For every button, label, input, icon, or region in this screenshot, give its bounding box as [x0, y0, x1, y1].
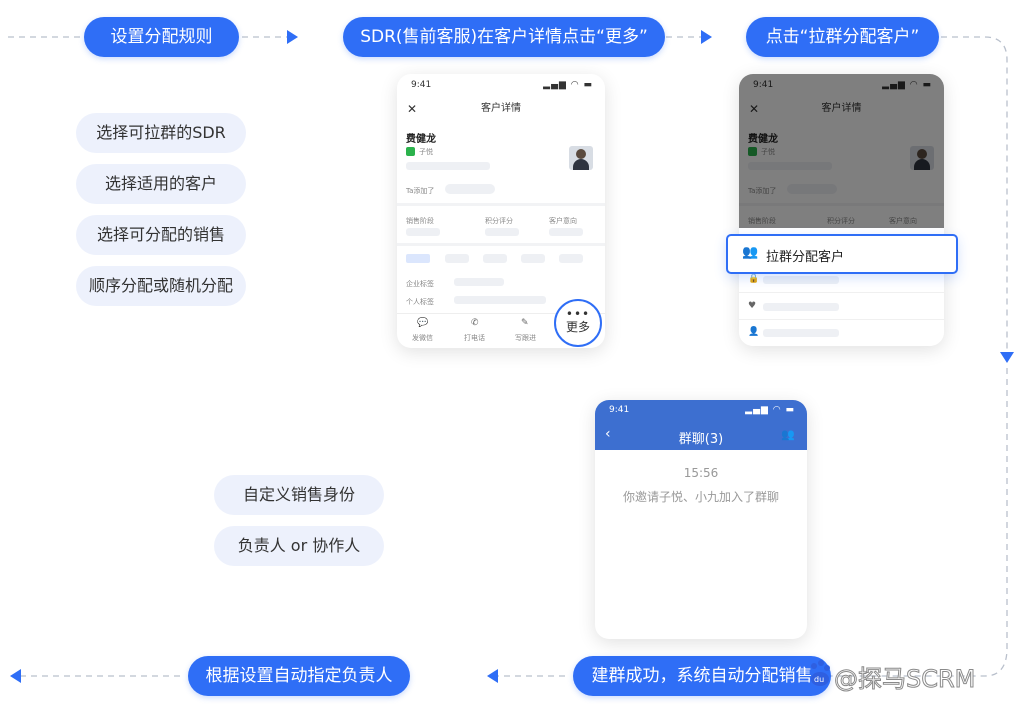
tab[interactable]	[521, 254, 545, 263]
system-message: 你邀请子悦、小九加入了群聊	[622, 490, 779, 504]
step-click-more: SDR(售前客服)在客户详情点击“更多”	[343, 17, 665, 57]
paw-logo-icon: du	[808, 659, 832, 689]
rule-select-sales: 选择可分配的销售	[76, 215, 246, 255]
step-assign-owner: 根据设置自动指定负责人	[188, 656, 410, 696]
divider	[397, 243, 605, 246]
chat-timestamp: 15:56	[683, 466, 719, 480]
phone-group-menu: 9:41 ▂▄▆ ◠ ▬ ✕ 客户详情 费健龙 子悦 Ta添加了 销售阶段 积分…	[739, 74, 944, 346]
status-time: 9:41	[609, 405, 630, 415]
placeholder-bar	[406, 228, 440, 236]
role-owner-or-collaborator: 负责人 or 协作人	[214, 526, 384, 566]
status-time: 9:41	[411, 80, 432, 90]
chat-title: 群聊(3)	[678, 432, 724, 447]
dim-overlay	[739, 74, 944, 228]
action-follow-up[interactable]: 写跟进	[515, 334, 536, 342]
divider	[397, 203, 605, 206]
more-button[interactable]: ••• 更多	[554, 299, 602, 347]
menu-item[interactable]	[763, 329, 839, 337]
arrow-left-icon	[487, 669, 498, 683]
placeholder-bar	[454, 278, 504, 286]
phone-group-chat: 9:41 ▂▄▆ ◠ ▬ ‹ 群聊(3) 👥 15:56 你邀请子悦、小九加入了…	[595, 400, 807, 639]
placeholder-bar	[406, 162, 490, 170]
customer-name: 费健龙	[406, 134, 436, 145]
step-click-group: 点击“拉群分配客户”	[746, 17, 939, 57]
more-label: 更多	[565, 320, 590, 334]
placeholder-bar	[549, 228, 583, 236]
added-by-label: Ta添加了	[406, 187, 435, 195]
group-users-icon: 👥	[742, 245, 759, 260]
wechat-icon	[406, 147, 415, 156]
arrow-right-icon	[287, 30, 298, 44]
action-call[interactable]: 打电话	[464, 334, 485, 342]
menu-item[interactable]	[763, 303, 839, 311]
tab[interactable]	[559, 254, 583, 263]
signal-icon: ▂▄▆ ◠ ▬	[543, 80, 593, 90]
nav-bar: ✕ 客户详情	[397, 96, 605, 122]
more-dots-icon: •••	[565, 307, 591, 321]
chat-icon: 💬	[417, 318, 429, 328]
added-avatars	[445, 184, 495, 194]
menu-label: 拉群分配客户	[766, 250, 845, 265]
rule-select-customer: 选择适用的客户	[76, 164, 246, 204]
field-score: 积分评分	[485, 217, 513, 225]
group-members-icon[interactable]: 👥	[781, 428, 795, 441]
arrow-left-icon	[10, 669, 21, 683]
user-icon: 👤	[748, 327, 760, 337]
enterprise-tags-label: 企业标签	[406, 280, 434, 288]
menu-item[interactable]	[763, 276, 839, 284]
menu-sheet: 🔒 ♥ 👤	[739, 268, 944, 346]
step-set-rules: 设置分配规则	[84, 17, 239, 57]
signal-icon: ▂▄▆ ◠ ▬	[745, 405, 795, 415]
arrow-down-icon	[1000, 352, 1014, 363]
chat-header: 9:41 ▂▄▆ ◠ ▬ ‹ 群聊(3) 👥	[595, 400, 807, 450]
step-group-created: 建群成功，系统自动分配销售	[573, 656, 831, 696]
avatar	[569, 146, 593, 170]
lock-icon: 🔒	[748, 274, 760, 284]
phone-icon: ✆	[471, 318, 479, 328]
menu-item-group-assign[interactable]: 👥 拉群分配客户	[726, 234, 958, 274]
wechat-name: 子悦	[419, 148, 433, 156]
divider	[397, 313, 605, 314]
back-icon[interactable]: ‹	[605, 426, 611, 442]
role-custom-sales: 自定义销售身份	[214, 475, 384, 515]
action-send-wechat[interactable]: 发微信	[412, 334, 433, 342]
divider	[739, 319, 944, 320]
field-sales-stage: 销售阶段	[406, 217, 434, 225]
rule-select-sdr: 选择可拉群的SDR	[76, 113, 246, 153]
svg-text:du: du	[814, 675, 824, 684]
rule-order-random: 顺序分配或随机分配	[76, 266, 246, 306]
placeholder-bar	[485, 228, 519, 236]
tab[interactable]	[445, 254, 469, 263]
page-title: 客户详情	[481, 103, 521, 114]
heart-icon: ♥	[748, 301, 757, 311]
field-intent: 客户意向	[549, 217, 577, 225]
arrow-right-icon	[701, 30, 712, 44]
pen-icon: ✎	[521, 318, 529, 328]
placeholder-bar	[454, 296, 546, 304]
personal-tags-label: 个人标签	[406, 298, 434, 306]
watermark: @探马SCRM	[833, 665, 976, 694]
status-bar: 9:41 ▂▄▆ ◠ ▬	[397, 74, 605, 96]
divider	[739, 292, 944, 293]
tab-active[interactable]	[406, 254, 430, 263]
close-icon[interactable]: ✕	[407, 102, 418, 116]
tab[interactable]	[483, 254, 507, 263]
